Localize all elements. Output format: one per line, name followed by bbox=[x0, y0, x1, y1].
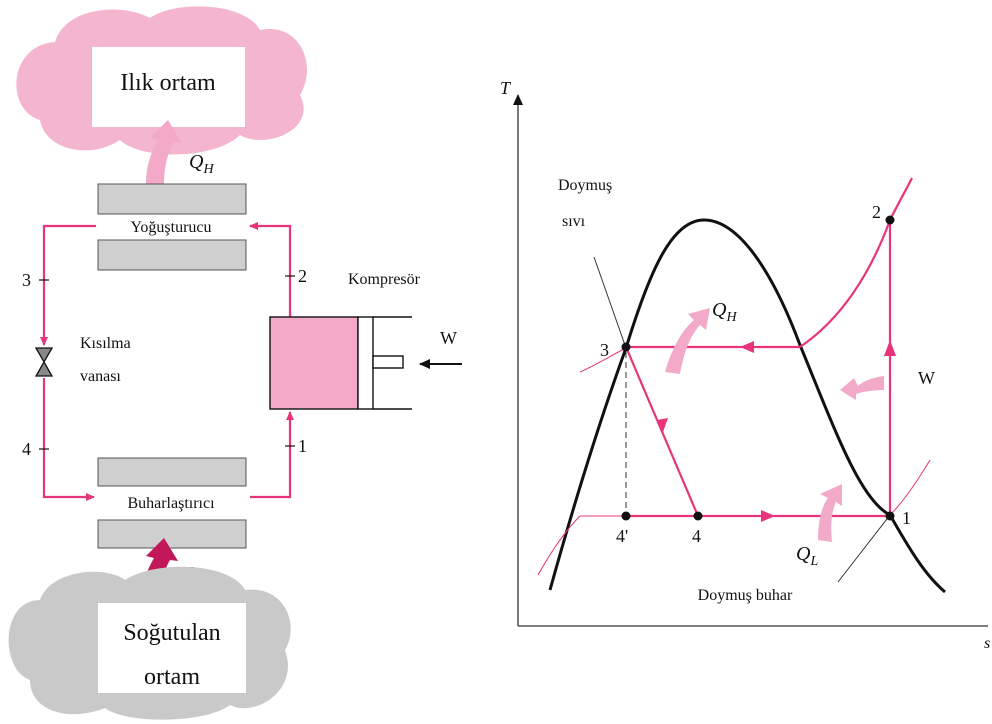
point-1-label: 1 bbox=[902, 508, 911, 528]
ts-work-arrow bbox=[840, 376, 884, 400]
sat-liquid-label-line2: sıvı bbox=[562, 213, 586, 230]
sat-liquid-leader bbox=[593, 256, 627, 349]
cold-space-label-line1: Soğutulan bbox=[123, 620, 220, 646]
point-3 bbox=[621, 342, 631, 352]
valve-label-line2: vanası bbox=[80, 368, 121, 385]
point-4prime bbox=[621, 511, 631, 521]
cycle-schematic: Ilık ortam QH Yoğuşturucu Buharlaştırıcı… bbox=[8, 6, 462, 720]
evaporator-bottom-plate bbox=[97, 519, 247, 549]
state-2-label: 2 bbox=[298, 266, 307, 286]
state-3-label: 3 bbox=[22, 270, 31, 290]
point-3-label: 3 bbox=[600, 340, 609, 360]
state-4-label: 4 bbox=[22, 439, 31, 459]
saturation-dome bbox=[548, 218, 946, 594]
condenser-label: Yoğuşturucu bbox=[130, 219, 211, 236]
thin-reference-lines bbox=[537, 347, 931, 576]
cycle-process-lines bbox=[624, 177, 913, 518]
s-axis-label: s bbox=[984, 635, 990, 652]
cycle-direction-arrows bbox=[657, 340, 896, 522]
cold-space-cloud: Soğutulan ortam bbox=[8, 566, 291, 720]
evaporator-label: Buharlaştırıcı bbox=[127, 495, 215, 512]
condenser-bottom-plate bbox=[97, 239, 247, 271]
ts-heat-in-arrow bbox=[818, 484, 842, 542]
ts-heat-out-arrow bbox=[665, 308, 710, 374]
point-2-label: 2 bbox=[872, 202, 881, 222]
sat-vapor-label: Doymuş buhar bbox=[698, 587, 793, 604]
ts-qh-symbol: QH bbox=[712, 299, 737, 325]
condenser-top-plate bbox=[97, 183, 247, 215]
warm-space-label: Ilık ortam bbox=[120, 70, 216, 96]
point-4prime-label: 4' bbox=[616, 526, 628, 546]
sat-vapor-leader bbox=[837, 514, 891, 583]
warm-space-cloud: Ilık ortam bbox=[16, 6, 307, 155]
qh-symbol: QH bbox=[189, 151, 214, 177]
point-4-label: 4 bbox=[692, 526, 701, 546]
point-2 bbox=[885, 215, 895, 225]
t-axis-label: T bbox=[500, 78, 512, 98]
refrigerant-lines bbox=[40, 222, 294, 501]
ts-diagram: T s Doymuş sıvı Doymuş buhar bbox=[500, 78, 990, 652]
expansion-valve-icon bbox=[34, 347, 54, 377]
sat-liquid-label-line1: Doymuş bbox=[558, 177, 612, 194]
point-1 bbox=[885, 511, 895, 521]
heat-rejection-arrow bbox=[146, 120, 182, 184]
compressor-label: Kompresör bbox=[348, 271, 421, 288]
cold-space-label-line2: ortam bbox=[144, 664, 200, 690]
ts-ql-symbol: QL bbox=[796, 543, 818, 569]
compressor-icon bbox=[269, 316, 412, 410]
ts-work-label: W bbox=[918, 368, 935, 388]
point-4 bbox=[693, 511, 703, 521]
valve-label-line1: Kısılma bbox=[80, 335, 131, 352]
state-1-label: 1 bbox=[298, 436, 307, 456]
evaporator-top-plate bbox=[97, 457, 247, 487]
work-label: W bbox=[440, 328, 457, 348]
